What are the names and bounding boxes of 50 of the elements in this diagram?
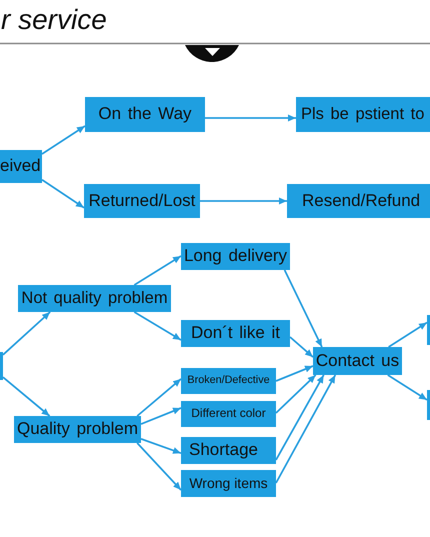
arrow bbox=[42, 125, 86, 155]
box-text: Contact us bbox=[316, 352, 400, 370]
process-box bbox=[181, 243, 290, 270]
box-text: Broken/Defective bbox=[187, 375, 270, 387]
box-text: Shortage bbox=[189, 441, 258, 460]
box-text: Pls be pstient to bbox=[301, 105, 424, 124]
box-text: Quality problem bbox=[16, 420, 138, 439]
arrow bbox=[2, 376, 50, 417]
arrow bbox=[140, 407, 182, 425]
process-box bbox=[18, 285, 171, 312]
process-box bbox=[181, 368, 276, 394]
arrow bbox=[134, 255, 182, 286]
arrow bbox=[275, 374, 336, 484]
process-box bbox=[296, 97, 430, 132]
arrow bbox=[200, 198, 287, 204]
arrow bbox=[140, 438, 182, 454]
title: r service bbox=[1, 3, 107, 37]
process-box bbox=[181, 470, 276, 497]
arrow bbox=[387, 374, 428, 401]
process-box bbox=[0, 150, 42, 183]
box-text: Don´t like it bbox=[190, 324, 280, 343]
arrow bbox=[275, 374, 316, 414]
arrow bbox=[42, 178, 84, 209]
arrow bbox=[388, 322, 428, 348]
process-box bbox=[14, 416, 141, 443]
process-box bbox=[181, 401, 276, 427]
process-box bbox=[287, 184, 430, 218]
process-box bbox=[85, 97, 205, 132]
process-box bbox=[0, 352, 3, 380]
arrow bbox=[2, 311, 51, 356]
arrow bbox=[275, 374, 324, 460]
box-text: Different color bbox=[191, 407, 266, 421]
box-text: eived bbox=[0, 157, 41, 176]
process-box bbox=[181, 320, 290, 347]
box-text: Returned/Lost bbox=[88, 192, 196, 210]
arrow bbox=[136, 378, 182, 417]
box-text: Wrong items bbox=[189, 476, 268, 492]
box-text: On the Way bbox=[98, 105, 192, 124]
arrow bbox=[205, 114, 296, 122]
arrow bbox=[284, 270, 323, 348]
arrow bbox=[136, 442, 182, 491]
arrow bbox=[134, 311, 182, 341]
box-text: Long delivery bbox=[184, 247, 288, 266]
process-box bbox=[313, 347, 402, 375]
arrow bbox=[289, 336, 314, 358]
process-box bbox=[181, 437, 276, 464]
box-text: Resend/Refund bbox=[302, 192, 420, 210]
arrow bbox=[276, 365, 314, 382]
box-text: Not quality problem bbox=[21, 289, 168, 308]
process-box bbox=[84, 184, 200, 218]
